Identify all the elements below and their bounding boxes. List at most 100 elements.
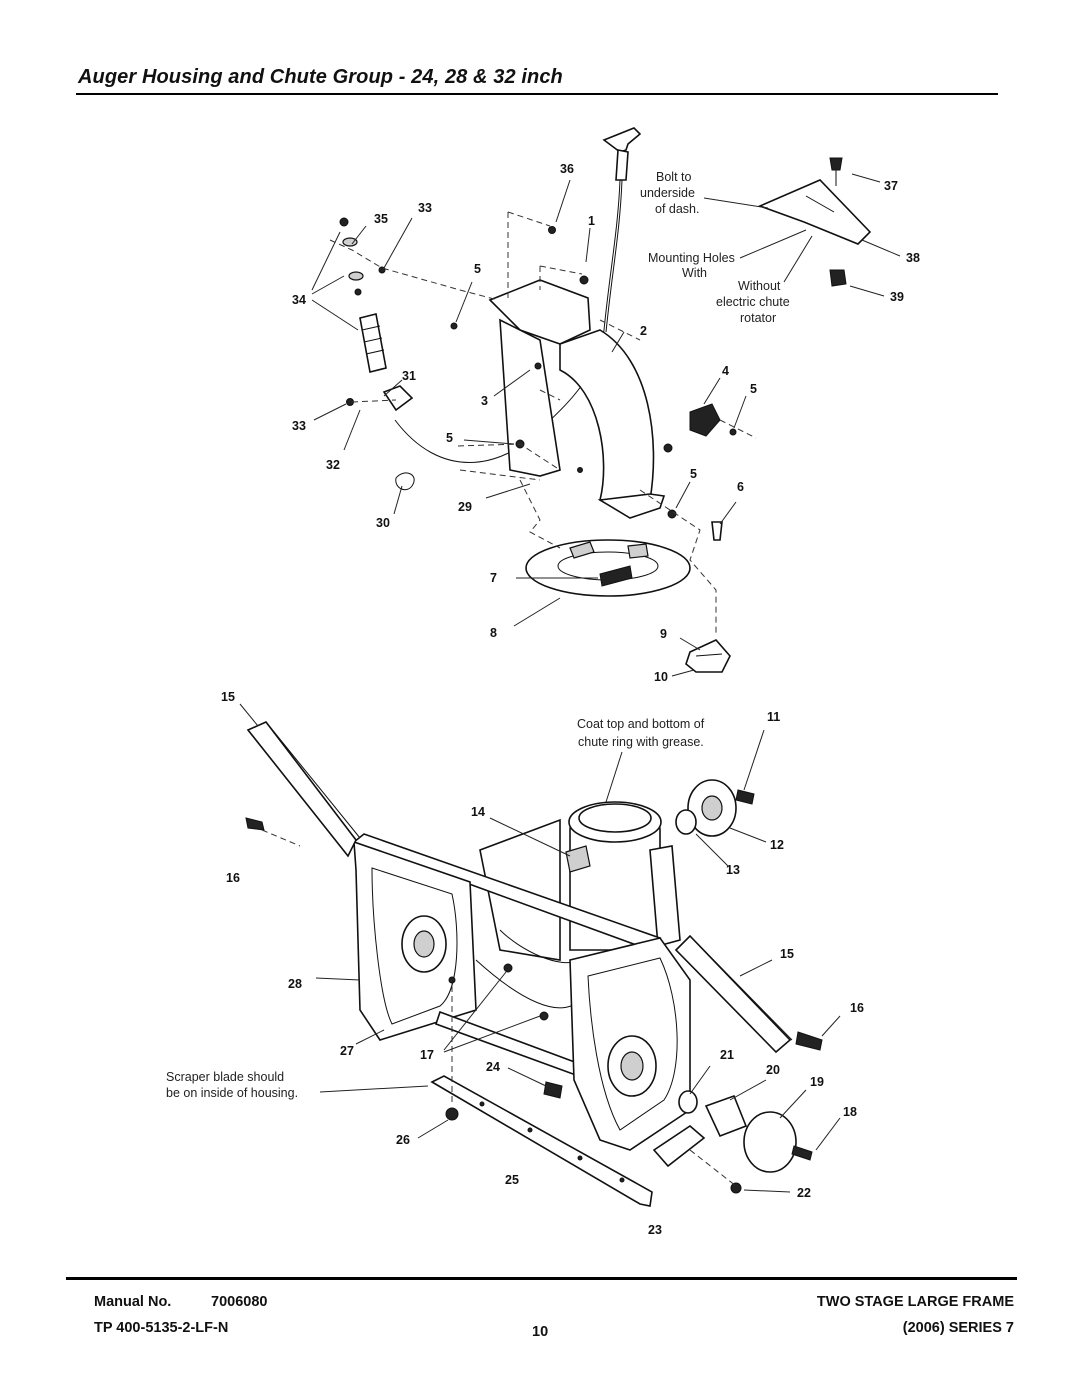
callout-14: 14	[471, 805, 485, 819]
callout-16b: 16	[850, 1001, 864, 1015]
cable-spring	[359, 313, 387, 373]
chute-keeper	[685, 639, 731, 673]
page-title: Auger Housing and Chute Group - 24, 28 &…	[78, 66, 563, 88]
callout-3: 3	[481, 394, 488, 408]
note-mount-line1: Mounting Holes	[648, 251, 735, 265]
bolt-16-upper	[245, 817, 265, 831]
mount-bracket	[757, 179, 872, 245]
footer-frame-title: TWO STAGE LARGE FRAME	[816, 1294, 1014, 1310]
chute-cable	[394, 179, 621, 463]
callout-30: 30	[376, 516, 390, 530]
callout-12: 12	[770, 838, 784, 852]
bolt-6	[711, 521, 723, 541]
callout-32: 32	[326, 458, 340, 472]
callout-25: 25	[505, 1173, 519, 1187]
callout-15a: 15	[221, 690, 235, 704]
skid-shoe-23	[652, 1124, 706, 1168]
bearing-20	[704, 1094, 748, 1138]
crank-grip	[615, 149, 629, 181]
bolt-37	[829, 157, 843, 171]
note-coat-line1: Coat top and bottom of	[577, 717, 705, 731]
chute-ring-bolt	[599, 565, 633, 587]
footer-manual-number: 7006080	[211, 1294, 268, 1310]
bolt-16-lower	[795, 1031, 823, 1051]
callout-33b: 33	[418, 201, 432, 215]
callout-10: 10	[654, 670, 668, 684]
callout-5a: 5	[474, 262, 481, 276]
callout-35: 35	[374, 212, 388, 226]
callout-34: 34	[292, 293, 306, 307]
note-mount-line2: With	[682, 266, 707, 280]
auger-housing-assembly	[245, 721, 823, 1207]
callout-22: 22	[797, 1186, 811, 1200]
callout-20: 20	[766, 1063, 780, 1077]
chute-knob	[689, 403, 721, 437]
callout-28: 28	[288, 977, 302, 991]
callout-15b: 15	[780, 947, 794, 961]
note-scraper-line1: Scraper blade should	[166, 1070, 284, 1084]
note-bolt-line3: of dash.	[655, 202, 699, 216]
note-bolt-line1: Bolt to	[656, 170, 691, 184]
housing-bottom-lip	[434, 1010, 586, 1080]
crank-handle	[602, 127, 642, 153]
footer-series: (2006) SERIES 7	[902, 1320, 1014, 1336]
nut-26	[445, 1107, 459, 1121]
callout-29: 29	[458, 500, 472, 514]
diagram-notes: Bolt to underside of dash. Mounting Hole…	[166, 170, 790, 1100]
note-coat-line2: chute ring with grease.	[578, 735, 704, 749]
note-bolt-line2: underside	[640, 186, 695, 200]
callout-5d: 5	[690, 467, 697, 481]
callout-23: 23	[648, 1223, 662, 1237]
callout-31: 31	[402, 369, 416, 383]
leader-lines	[239, 173, 901, 1193]
callout-13: 13	[726, 863, 740, 877]
bolt-11	[735, 789, 755, 805]
chute-assembly	[329, 127, 872, 673]
skid-left	[246, 721, 357, 858]
callout-26: 26	[396, 1133, 410, 1147]
bolt-24	[543, 1081, 563, 1099]
callout-21: 21	[720, 1048, 734, 1062]
callout-6: 6	[737, 480, 744, 494]
callout-8: 8	[490, 626, 497, 640]
hairpin-clip	[395, 472, 415, 491]
chute-deflector	[499, 318, 561, 477]
callout-4: 4	[722, 364, 729, 378]
nut-39	[829, 269, 847, 287]
note-without-line1: Without	[738, 279, 781, 293]
callout-5b: 5	[750, 382, 757, 396]
cable-bracket	[382, 385, 414, 412]
scraper-blade	[430, 1075, 653, 1207]
callout-33a: 33	[292, 419, 306, 433]
note-scraper-line2: be on inside of housing.	[166, 1086, 298, 1100]
callout-11: 11	[767, 710, 780, 724]
chute-ring	[525, 539, 691, 597]
footer-manual-label: Manual No.	[94, 1294, 172, 1310]
callout-9: 9	[660, 627, 667, 641]
chute-body	[559, 329, 655, 517]
skid-right	[674, 934, 792, 1054]
callout-1: 1	[588, 214, 595, 228]
bearing-13	[675, 809, 697, 835]
callout-labels: 1 2 3 4 5 5 5 5 6 7 8 9 10 11 12 13 14 1…	[221, 162, 920, 1237]
nut-22	[730, 1182, 742, 1194]
callout-2: 2	[640, 324, 647, 338]
bearing-21	[678, 1090, 698, 1114]
note-without-line3: rotator	[740, 311, 776, 325]
callout-16a: 16	[226, 871, 240, 885]
callout-18: 18	[843, 1105, 857, 1119]
callout-19: 19	[810, 1075, 824, 1089]
bolt-18	[791, 1145, 813, 1161]
footer-page-number: 10	[532, 1324, 549, 1340]
callout-38: 38	[906, 251, 920, 265]
callout-5c: 5	[446, 431, 453, 445]
callout-24: 24	[486, 1060, 500, 1074]
callout-27: 27	[340, 1044, 354, 1058]
chute-adapter	[565, 845, 591, 873]
footer-tp-number: TP 400-5135-2-LF-N	[94, 1320, 229, 1336]
bearing-flange-lower	[743, 1111, 797, 1173]
callout-7: 7	[490, 571, 497, 585]
note-without-line2: electric chute	[716, 295, 790, 309]
footer-rule	[66, 1277, 1017, 1280]
